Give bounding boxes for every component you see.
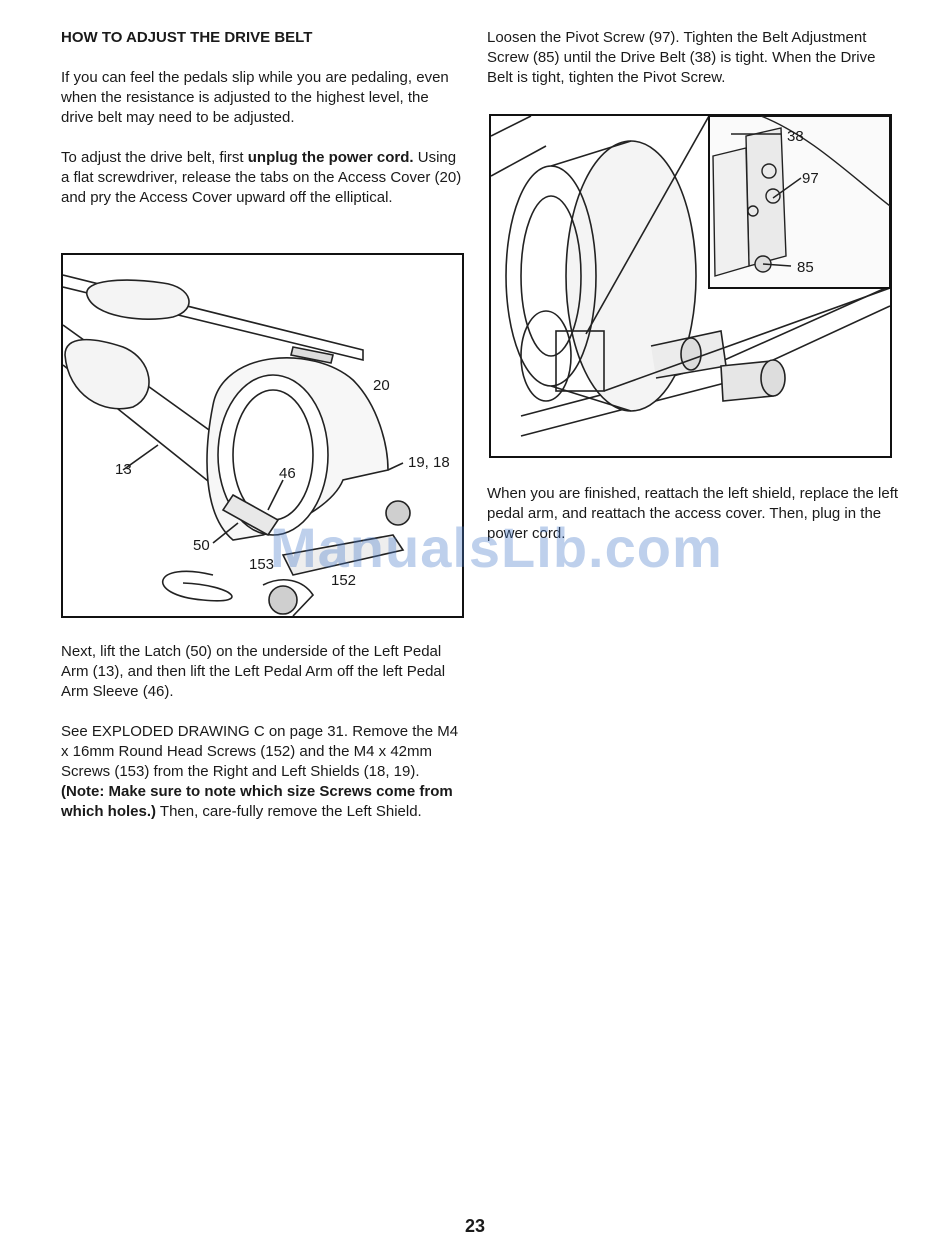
paragraph-exploded-drawing: See EXPLODED DRAWING C on page 31. Remov… (61, 722, 465, 822)
text-run: See EXPLODED DRAWING C on page 31. Remov… (61, 723, 459, 780)
watermark: ManualsLib.com (270, 516, 723, 579)
label-19-18: 19, 18 (408, 454, 450, 471)
label-20: 20 (373, 377, 390, 394)
paragraph-unplug: To adjust the drive belt, first unplug t… (61, 148, 465, 208)
label-50: 50 (193, 537, 210, 554)
bold-note: (Note: Make sure to note which size Scre… (61, 783, 453, 820)
right-column-lower: When you are finished, reattach the left… (487, 484, 899, 564)
label-97: 97 (802, 170, 819, 187)
right-column: Loosen the Pivot Screw (97). Tighten the… (487, 28, 899, 108)
label-38: 38 (787, 128, 804, 145)
paragraph-pivot-screw: Loosen the Pivot Screw (97). Tighten the… (487, 29, 876, 86)
page-number: 23 (464, 1216, 486, 1236)
label-46: 46 (279, 465, 296, 482)
paragraph-latch: Next, lift the Latch (50) on the undersi… (61, 643, 446, 700)
label-152: 152 (331, 572, 356, 589)
left-column-lower: Next, lift the Latch (50) on the undersi… (61, 642, 465, 842)
elliptical-illustration: 20 19, 18 13 46 50 153 152 (63, 274, 450, 616)
paragraph-intro: If you can feel the pedals slip while yo… (61, 69, 449, 126)
text-run: To adjust the drive belt, first (61, 149, 248, 166)
figure-access-cover: 20 19, 18 13 46 50 153 152 (61, 253, 464, 618)
label-153: 153 (249, 556, 274, 573)
text-run: Using a flat screwdriver, release the ta… (61, 149, 462, 206)
label-13: 13 (115, 461, 132, 478)
figure-drive-belt: 38 97 85 (489, 114, 892, 458)
drive-belt-illustration: 38 97 85 (491, 116, 890, 437)
text-run: Then, care-fully remove the Left Shield. (156, 803, 422, 820)
left-column: HOW TO ADJUST THE DRIVE BELT If you can … (61, 28, 465, 228)
label-85: 85 (797, 259, 814, 276)
paragraph-finish: When you are finished, reattach the left… (487, 485, 899, 542)
bold-warning: unplug the power cord. (247, 149, 414, 166)
section-heading: HOW TO ADJUST THE DRIVE BELT (61, 29, 313, 46)
